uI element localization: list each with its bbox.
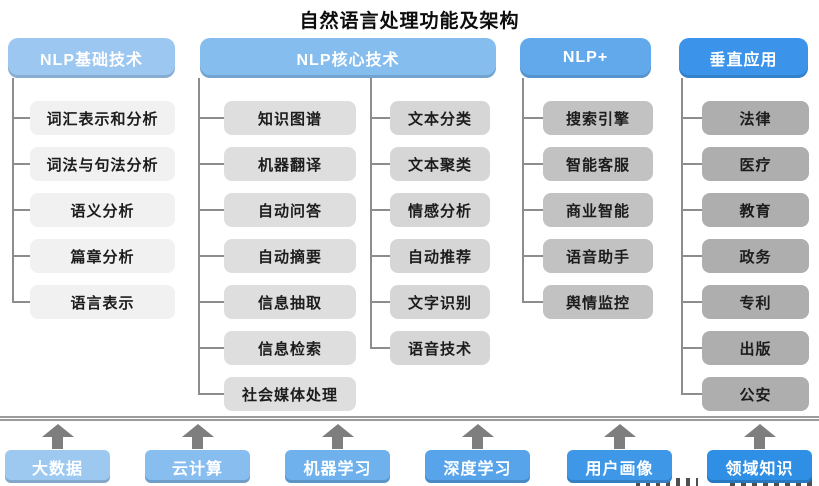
- connector-line: [370, 209, 390, 211]
- connector-line: [198, 301, 224, 303]
- connector-line: [681, 301, 702, 303]
- node-item: 出版: [702, 331, 809, 365]
- node-item: 专利: [702, 285, 809, 319]
- connector-line: [12, 209, 30, 211]
- column-header: NLP基础技术: [8, 38, 175, 78]
- node-item: 医疗: [702, 147, 809, 181]
- node-item: 教育: [702, 193, 809, 227]
- connector-line: [681, 209, 702, 211]
- foundation-box: 用户画像: [567, 450, 672, 483]
- node-item: 信息抽取: [224, 285, 356, 319]
- connector-line: [681, 78, 683, 394]
- connector-line: [198, 163, 224, 165]
- node-item: 自动推荐: [390, 239, 490, 273]
- connector-line: [681, 393, 702, 395]
- connector-line: [522, 209, 543, 211]
- connector-line: [522, 301, 543, 303]
- node-item: 篇章分析: [30, 239, 175, 273]
- column-header: NLP+: [520, 38, 651, 78]
- connector-line: [12, 301, 30, 303]
- node-item: 商业智能: [543, 193, 653, 227]
- up-arrow-icon: [321, 424, 354, 437]
- up-arrow-icon: [754, 437, 765, 449]
- node-item: 词汇表示和分析: [30, 101, 175, 135]
- node-item: 文本聚类: [390, 147, 490, 181]
- up-arrow-icon: [743, 424, 776, 437]
- column-header: NLP核心技术: [200, 38, 496, 78]
- node-item: 自动问答: [224, 193, 356, 227]
- foundation-box: 云计算: [145, 450, 250, 483]
- connector-line: [12, 117, 30, 119]
- node-item: 文本分类: [390, 101, 490, 135]
- node-item: 搜索引擎: [543, 101, 653, 135]
- up-arrow-icon: [603, 424, 636, 437]
- connector-line: [198, 117, 224, 119]
- foundation-box: 大数据: [5, 450, 110, 483]
- node-item: 法律: [702, 101, 809, 135]
- connector-line: [198, 347, 224, 349]
- connector-line: [12, 255, 30, 257]
- foundation-box: 机器学习: [285, 450, 390, 483]
- foundation-box: 领域知识: [707, 450, 812, 483]
- up-arrow-icon: [41, 424, 74, 437]
- up-arrow-icon: [472, 437, 483, 449]
- connector-line: [681, 117, 702, 119]
- connector-line: [681, 163, 702, 165]
- connector-line: [681, 255, 702, 257]
- connector-line: [12, 163, 30, 165]
- node-item: 政务: [702, 239, 809, 273]
- connector-line: [370, 347, 390, 349]
- connector-line: [370, 255, 390, 257]
- node-item: 语音技术: [390, 331, 490, 365]
- connector-line: [12, 78, 14, 302]
- node-item: 语言表示: [30, 285, 175, 319]
- node-item: 机器翻译: [224, 147, 356, 181]
- node-item: 词法与句法分析: [30, 147, 175, 181]
- connector-line: [198, 209, 224, 211]
- connector-line: [522, 163, 543, 165]
- page-title: 自然语言处理功能及架构: [299, 11, 520, 32]
- up-arrow-icon: [192, 437, 203, 449]
- connector-line: [370, 78, 372, 348]
- node-item: 智能客服: [543, 147, 653, 181]
- connector-line: [522, 117, 543, 119]
- node-item: 文字识别: [390, 285, 490, 319]
- node-item: 情感分析: [390, 193, 490, 227]
- up-arrow-icon: [332, 437, 343, 449]
- node-item: 语音助手: [543, 239, 653, 273]
- node-item: 知识图谱: [224, 101, 356, 135]
- column-header: 垂直应用: [679, 38, 808, 78]
- connector-line: [370, 117, 390, 119]
- up-arrow-icon: [52, 437, 63, 449]
- connector-line: [198, 393, 224, 395]
- node-item: 公安: [702, 377, 809, 411]
- up-arrow-icon: [614, 437, 625, 449]
- connector-line: [522, 78, 524, 302]
- connector-line: [522, 255, 543, 257]
- node-item: 语义分析: [30, 193, 175, 227]
- connector-line: [370, 301, 390, 303]
- foundation-box: 深度学习: [425, 450, 530, 483]
- node-item: 信息检索: [224, 331, 356, 365]
- connector-line: [198, 78, 200, 394]
- node-item: 自动摘要: [224, 239, 356, 273]
- connector-line: [370, 163, 390, 165]
- connector-line: [198, 255, 224, 257]
- divider-line: [0, 416, 819, 421]
- up-arrow-icon: [181, 424, 214, 437]
- node-item: 舆情监控: [543, 285, 653, 319]
- connector-line: [681, 347, 702, 349]
- up-arrow-icon: [461, 424, 494, 437]
- node-item: 社会媒体处理: [224, 377, 356, 411]
